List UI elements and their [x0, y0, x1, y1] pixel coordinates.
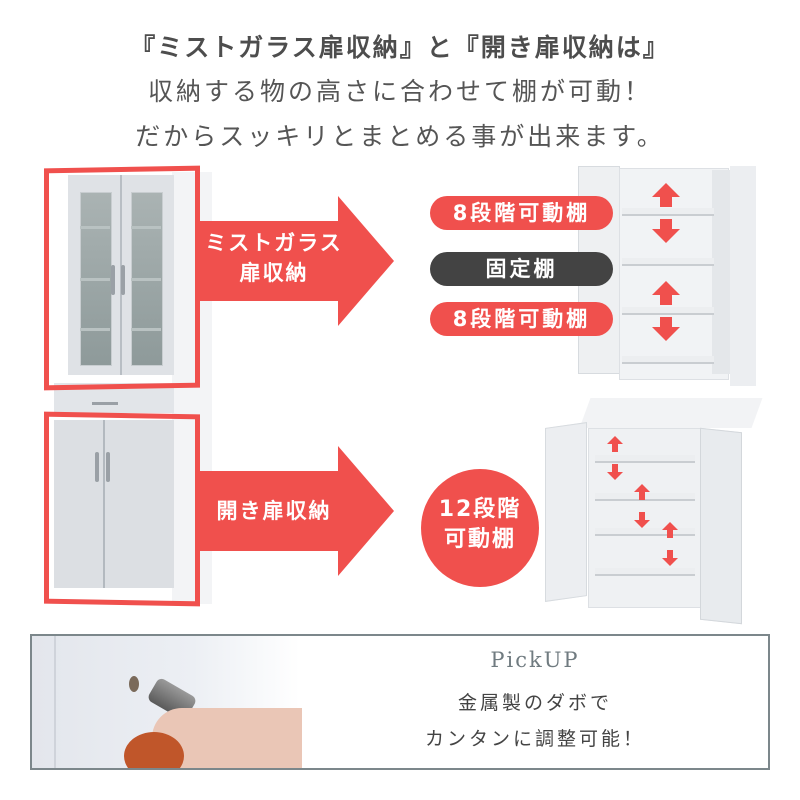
adjustable-shelf-label-lower: 8段階可動棚: [430, 302, 613, 336]
arrow-right-icon: [200, 196, 394, 326]
adjustable-12-step-badge: 12段階 可動棚: [421, 469, 539, 587]
up-down-arrow-icon: [652, 281, 680, 341]
pickup-title: PickUP: [490, 648, 580, 672]
headline-subtitle-2: だからスッキリとまとめる事が出来ます。: [135, 122, 665, 151]
pickup-line1: 金属製のダボで: [457, 692, 612, 714]
up-down-arrow-icon: [607, 436, 623, 480]
badge-line1: 12段階: [438, 497, 522, 522]
fixed-shelf-label: 固定棚: [430, 252, 613, 286]
glass-section-highlight: [44, 165, 200, 391]
shelf-pin-photo: [32, 636, 302, 768]
pickup-line2: カンタンに調整可能！: [424, 728, 645, 750]
headline-title: 『ミストガラス扉収納』と『開き扉収納は』: [130, 33, 670, 62]
up-down-arrow-icon: [652, 183, 680, 243]
door-section-highlight: [44, 411, 200, 607]
arrow-right-icon: [200, 446, 394, 576]
adjustable-shelf-label-upper: 8段階可動棚: [430, 196, 613, 230]
pickup-panel: PickUP 金属製のダボで カンタンに調整可能！: [30, 634, 770, 770]
badge-line2: 可動棚: [443, 527, 516, 552]
up-down-arrow-icon: [634, 484, 650, 528]
up-down-arrow-icon: [662, 522, 678, 566]
arrow-label-door: 開き扉収納: [216, 499, 332, 523]
arrow-label-glass-line1: ミストガラス: [205, 231, 343, 255]
arrow-label-glass-line2: 扉収納: [239, 261, 309, 285]
headline-subtitle-1: 収納する物の高さに合わせて棚が可動！: [147, 77, 652, 106]
